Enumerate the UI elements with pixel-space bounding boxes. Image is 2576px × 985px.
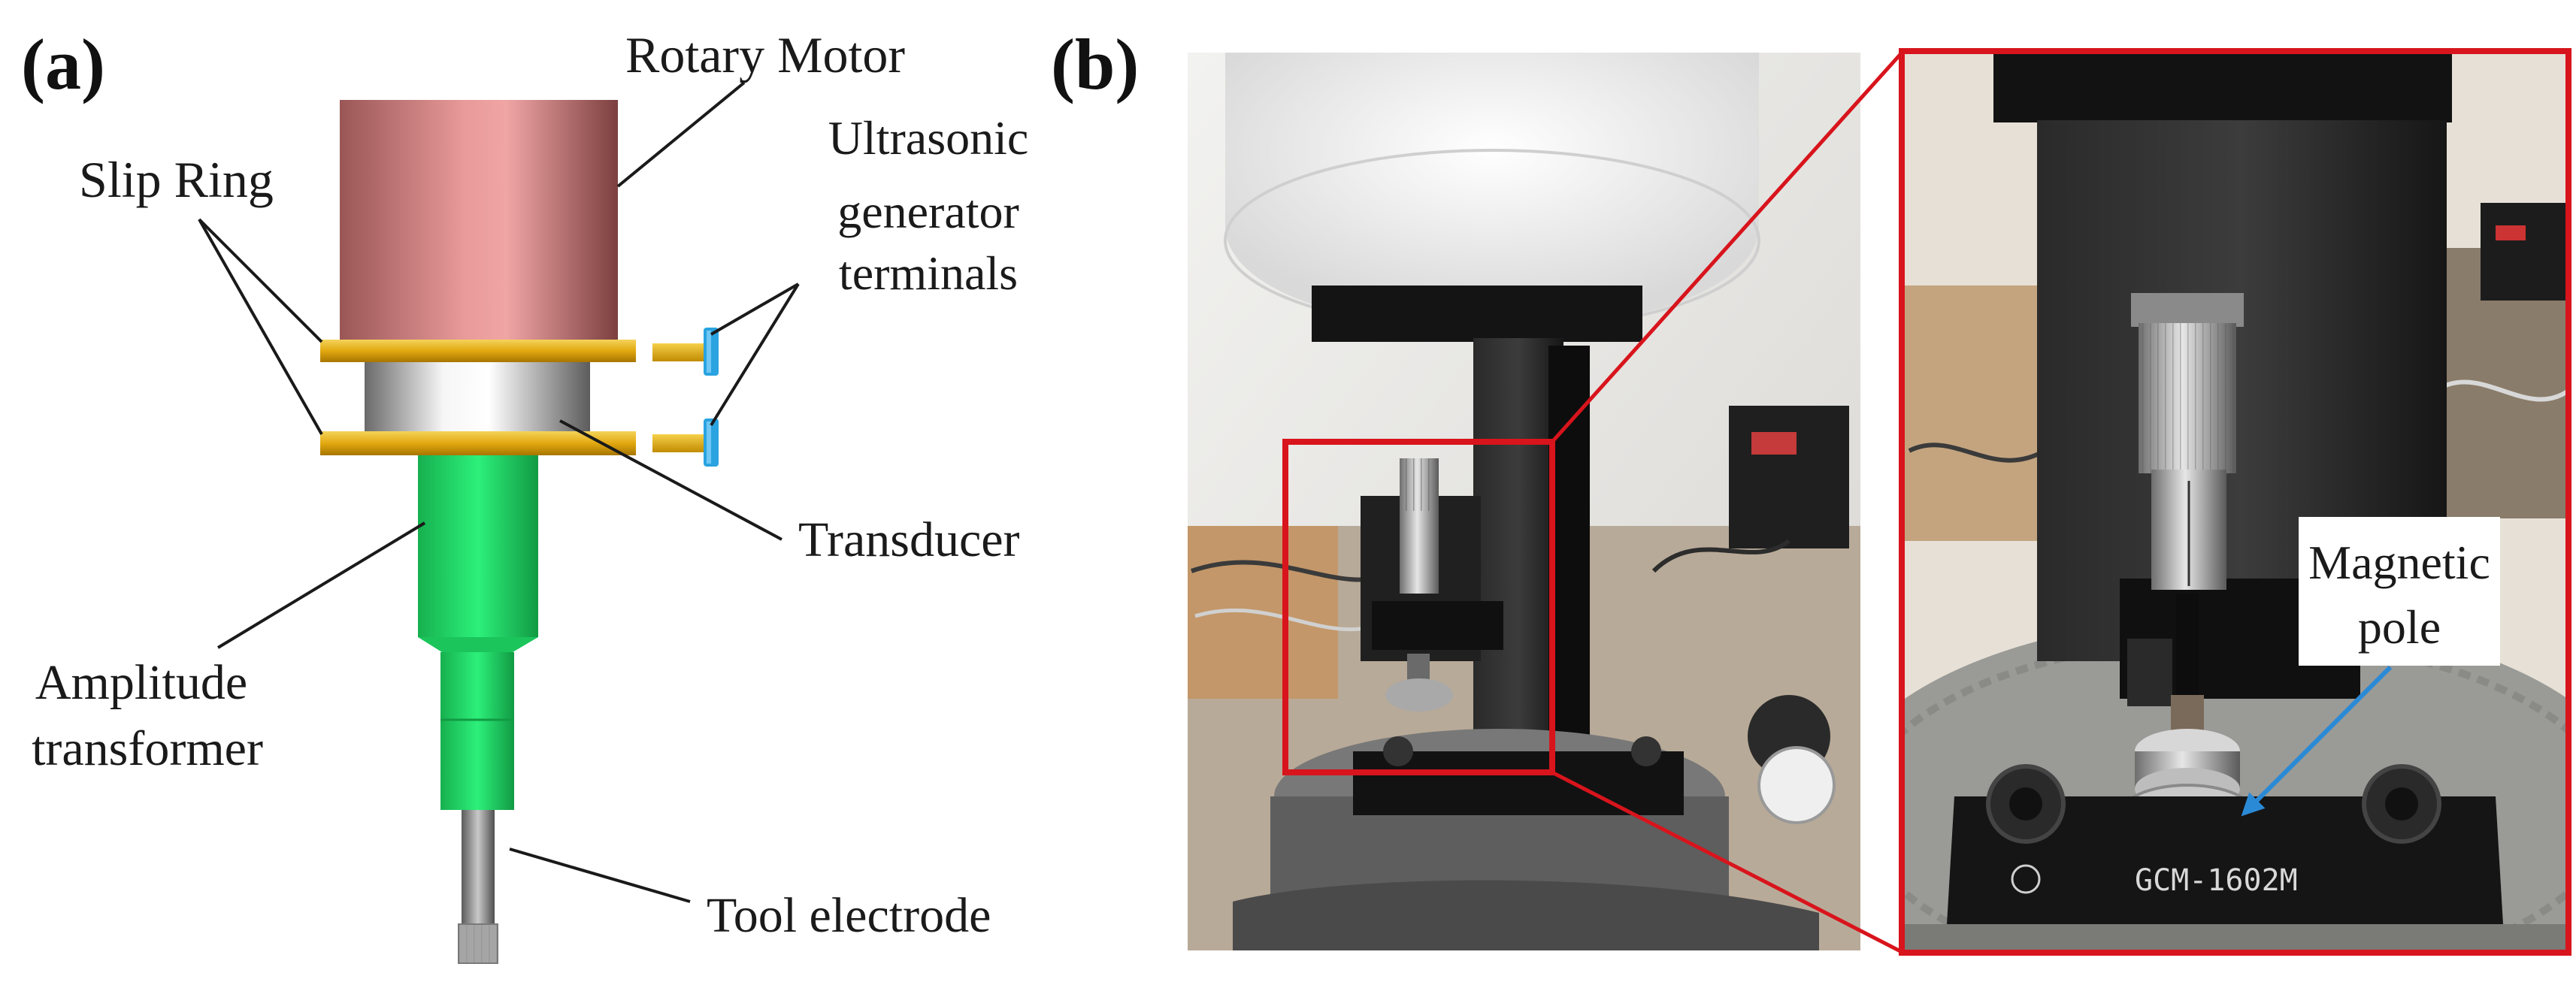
amplitude-transformer-taper — [418, 637, 538, 652]
leader-transducer — [559, 419, 782, 541]
label-amplitude-line2: transformer — [32, 721, 263, 776]
brand-logo-icon — [2011, 864, 2041, 894]
amplitude-transformer-horn — [440, 652, 514, 810]
leader-terminal-lower — [710, 283, 800, 427]
leader-slip-ring-upper — [198, 218, 323, 343]
leader-terminal-upper — [710, 283, 800, 336]
panel-b-tag: (b) — [1051, 24, 1139, 104]
label-ultrasonic-line2: generator — [837, 185, 1019, 238]
zoom-line-bottom — [1551, 770, 1905, 955]
zoom-line-top — [1551, 50, 1905, 443]
label-transducer: Transducer — [798, 512, 1020, 567]
tool-electrode — [462, 810, 495, 939]
slip-ring-lower — [320, 431, 636, 455]
label-rotary-motor: Rotary Motor — [625, 26, 905, 83]
leader-amplitude-transformer — [216, 521, 426, 649]
rotary-motor — [340, 100, 618, 349]
magnetic-pole-arrow — [2241, 665, 2393, 817]
slip-ring-upper — [320, 340, 636, 362]
leader-tool-electrode — [509, 848, 691, 903]
transducer — [365, 362, 590, 431]
device-marking: GCM-1602M — [2135, 863, 2298, 898]
terminal-upper — [652, 328, 719, 376]
leader-rotary-motor — [616, 81, 746, 188]
highlight-frame — [1282, 439, 1555, 775]
label-slip-ring: Slip Ring — [79, 151, 274, 208]
photo-detail: GCM-1602M — [1902, 51, 2568, 953]
label-ultrasonic-line3: terminals — [839, 246, 1018, 300]
label-tool-electrode: Tool electrode — [707, 888, 991, 943]
panel-a: (a) — [21, 24, 1029, 964]
label-amplitude-line1: Amplitude — [35, 655, 247, 710]
label-ultrasonic-line1: Ultrasonic — [828, 111, 1029, 165]
panel-b: (b) — [1051, 24, 2571, 956]
photo-overview — [1188, 53, 1860, 950]
leader-slip-ring-lower — [198, 219, 323, 435]
panel-a-tag: (a) — [21, 24, 105, 104]
label-magnetic-line1: Magnetic — [2308, 536, 2490, 589]
terminal-lower — [652, 418, 719, 467]
amplitude-transformer — [418, 455, 538, 637]
magnetic-pole-label-box — [2299, 517, 2500, 666]
label-magnetic-line2: pole — [2358, 600, 2441, 654]
zoom-frame — [1899, 48, 2571, 956]
motor-housing — [1225, 53, 1759, 331]
